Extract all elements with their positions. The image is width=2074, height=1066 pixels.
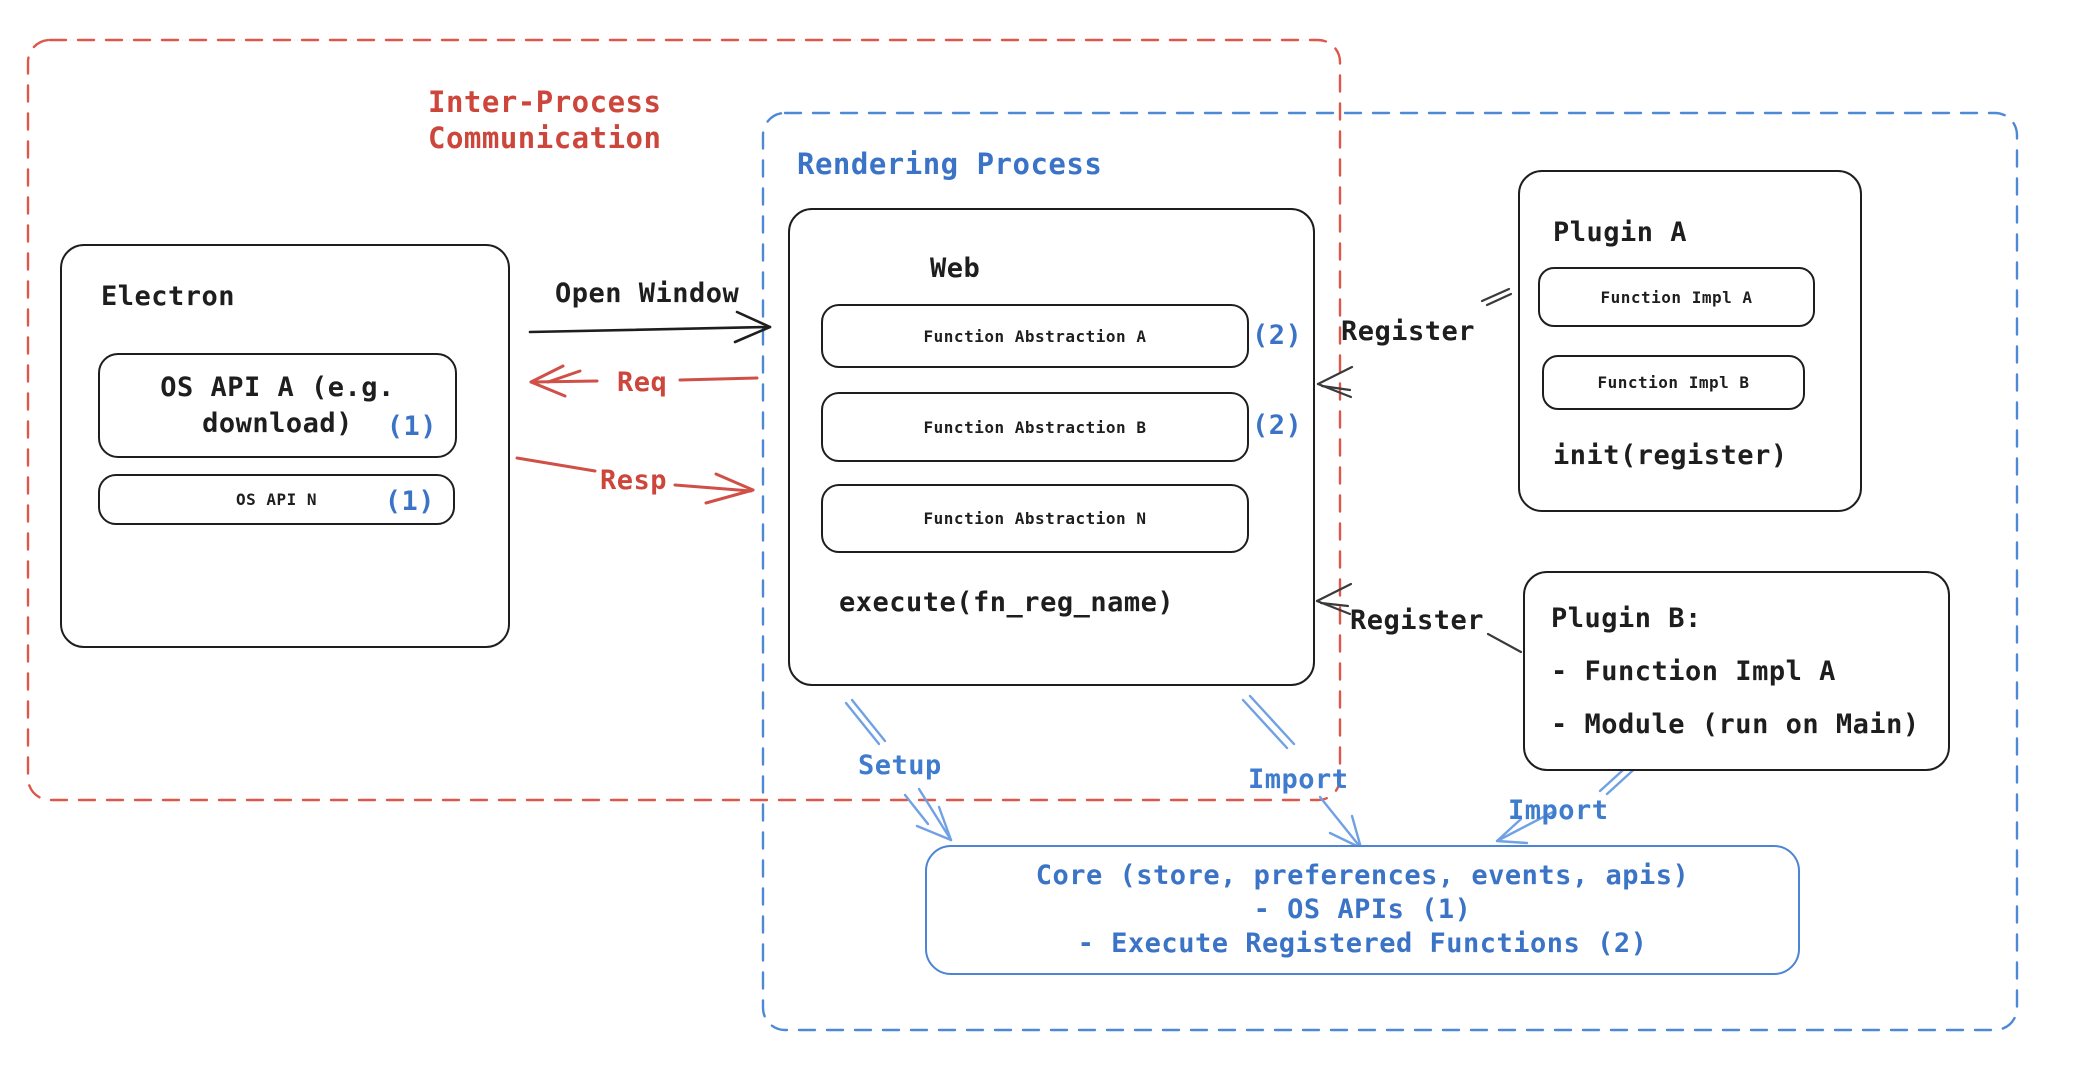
ipc-group-label-line2: Communication [428,121,662,155]
register-plugin-a-label: Register [1341,316,1476,347]
open-window-arrow [528,310,772,344]
function-impl-b-box: Function Impl B [1542,355,1805,410]
os-api-a-label: OS API A (e.g. download) [160,370,395,442]
os-api-n-label: OS API N [235,490,318,509]
import-web-label: Import [1248,764,1349,795]
function-abstraction-n-label: Function Abstraction N [923,509,1147,528]
web-title: Web [930,253,981,284]
os-api-a-label-line2: download) [202,407,353,439]
ipc-group-label: Inter-Process Communication [428,84,661,156]
function-impl-b-label: Function Impl B [1597,373,1750,392]
function-impl-a-box: Function Impl A [1538,267,1815,327]
os-api-n-badge: (1) [384,486,435,517]
setup-arrow [844,698,953,842]
plugin-a-title: Plugin A [1553,217,1688,248]
plugin-b-title: Plugin B: [1551,603,1702,634]
req-arrow [529,364,759,398]
plugin-a-box [1518,170,1862,512]
req-label: Req [617,367,668,398]
os-api-n-box: OS API N (1) [98,474,455,525]
plugin-b-box [1523,571,1950,771]
os-api-a-label-line1: OS API A (e.g. [160,371,395,403]
os-api-a-box: OS API A (e.g. download) (1) [98,353,457,458]
resp-label: Resp [600,465,668,496]
plugin-b-text: Plugin B: - Function Impl A - Module (ru… [1551,592,1920,751]
setup-label: Setup [858,750,942,781]
function-abstraction-b-box: Function Abstraction B [821,392,1249,462]
function-abstraction-a-label: Function Abstraction A [923,326,1147,346]
electron-title: Electron [101,281,236,312]
plugin-b-item-function-impl-a: - Function Impl A [1551,656,1836,687]
resp-arrow [515,456,755,505]
function-abstraction-n-box: Function Abstraction N [821,484,1249,553]
function-abstraction-a-badge: (2) [1252,320,1303,351]
os-api-a-badge: (1) [386,411,437,442]
ipc-group-label-line1: Inter-Process [428,85,662,119]
execute-label: execute(fn_reg_name) [839,587,1175,618]
register-plugin-a-arrow [1316,287,1513,399]
core-item-execute-registered-functions: - Execute Registered Functions (2) [1077,928,1648,959]
rendering-group-frame [761,111,2019,1032]
register-plugin-b-arrow [1315,582,1523,654]
function-impl-a-label: Function Impl A [1600,287,1753,307]
import-plugin-b-label: Import [1508,795,1609,826]
function-abstraction-b-badge: (2) [1252,410,1303,441]
core-title: Core (store, preferences, events, apis) [1035,860,1690,891]
plugin-a-init-label: init(register) [1553,440,1788,471]
function-abstraction-a-box: Function Abstraction A [821,304,1249,368]
open-window-label: Open Window [555,278,740,309]
rendering-group-label: Rendering Process [797,147,1103,181]
core-box: Core (store, preferences, events, apis) … [925,845,1800,975]
register-plugin-b-label: Register [1350,605,1485,636]
ipc-group-frame [26,38,1342,802]
plugin-b-item-module: - Module (run on Main) [1551,709,1920,740]
function-abstraction-b-label: Function Abstraction B [923,417,1147,437]
core-item-os-apis: - OS APIs (1) [1253,894,1472,925]
